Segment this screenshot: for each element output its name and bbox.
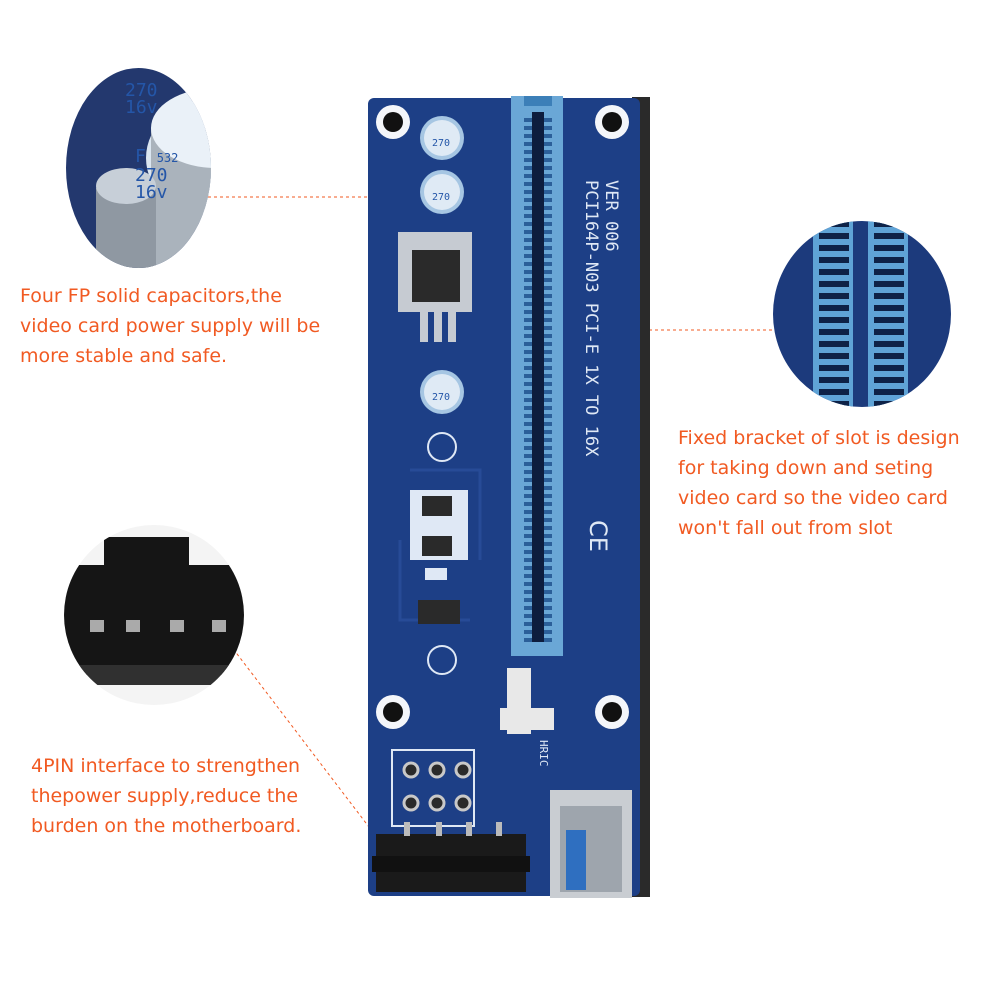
svg-text:270: 270: [432, 138, 450, 149]
capacitor-1: 270: [420, 116, 464, 160]
molex-header: [391, 749, 475, 827]
caption-slot-bracket: Fixed bracket of slot is design for taki…: [678, 427, 960, 539]
capacitor-closeup-print-2: F 532 270 16v: [135, 146, 179, 203]
molex-4pin-connector: [372, 822, 530, 892]
mount-hole-tr: [595, 105, 629, 139]
power-connector-closeup: [64, 525, 244, 705]
caption-capacitors: Four FP solid capacitors,the video card …: [20, 285, 321, 367]
mount-hole-bl: [376, 695, 410, 729]
board-version-label: VER 006: [601, 180, 621, 252]
svg-text:270: 270: [432, 192, 450, 203]
voltage-regulator: [398, 232, 472, 342]
brand-mark: HRIC: [537, 740, 550, 767]
usb3-port: [550, 790, 632, 898]
pcie-x16-slot: [511, 96, 563, 656]
mount-hole-br: [595, 695, 629, 729]
board-model-label: PCI164P-N03 PCI-E 1X TO 16X: [581, 180, 601, 457]
caption-power-interface: 4PIN interface to strengthen thepower su…: [31, 755, 302, 837]
ce-mark: CE: [584, 520, 612, 552]
capacitor-closeup-print: 270 16v: [125, 80, 158, 118]
capacitor-3: 270: [420, 370, 464, 414]
svg-text:270: 270: [432, 392, 450, 403]
capacitor-closeup: [66, 68, 211, 268]
mount-hole-tl: [376, 105, 410, 139]
leader-power: [214, 624, 386, 849]
capacitor-2: 270: [420, 170, 464, 214]
slot-closeup: [773, 221, 951, 407]
